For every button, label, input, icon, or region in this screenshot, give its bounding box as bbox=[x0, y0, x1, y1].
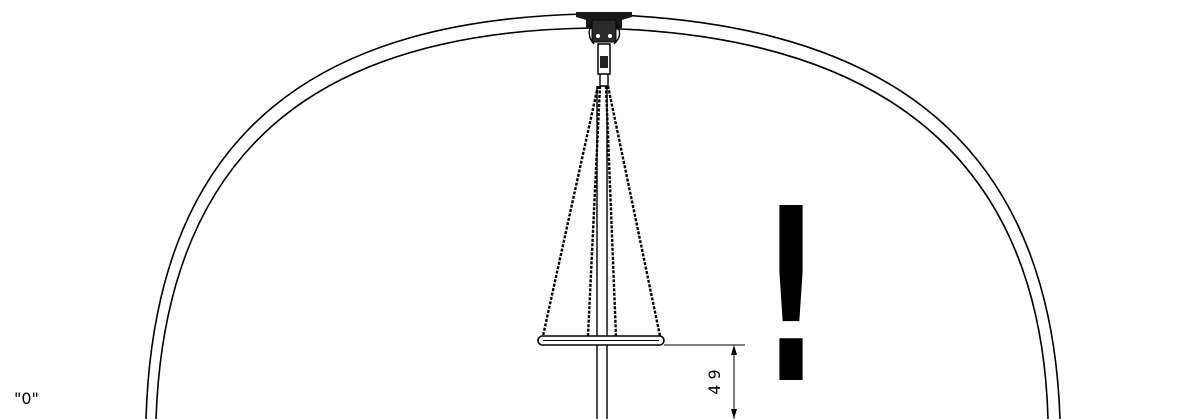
clamp-side-arc-right bbox=[613, 23, 621, 45]
hanger-link bbox=[599, 74, 609, 87]
chain-right-outer bbox=[606, 85, 662, 337]
swing-seat bbox=[537, 335, 665, 346]
seat-height-dimension: 4 9 bbox=[664, 344, 745, 419]
dimension-arrow-icon bbox=[731, 345, 737, 355]
clamp-body bbox=[591, 19, 617, 43]
warning-exclamation-icon: ! bbox=[761, 157, 821, 419]
swing-chains bbox=[541, 85, 662, 337]
chain-left-outer bbox=[541, 85, 600, 337]
chain-left-inner bbox=[586, 85, 602, 337]
dimension-label: 4 9 bbox=[705, 369, 724, 394]
origin-label: "0" bbox=[14, 389, 39, 408]
dimension-arrow-bottom-icon bbox=[731, 409, 737, 419]
clamp-bolt-left bbox=[596, 34, 600, 38]
chain-right-inner bbox=[604, 85, 618, 337]
warning-symbol: ! bbox=[761, 157, 821, 419]
top-clamp-assembly bbox=[576, 12, 632, 87]
clamp-bolt-right bbox=[608, 34, 612, 38]
clamp-side-arc-left bbox=[588, 23, 595, 45]
swivel-hanger-core bbox=[600, 56, 608, 68]
